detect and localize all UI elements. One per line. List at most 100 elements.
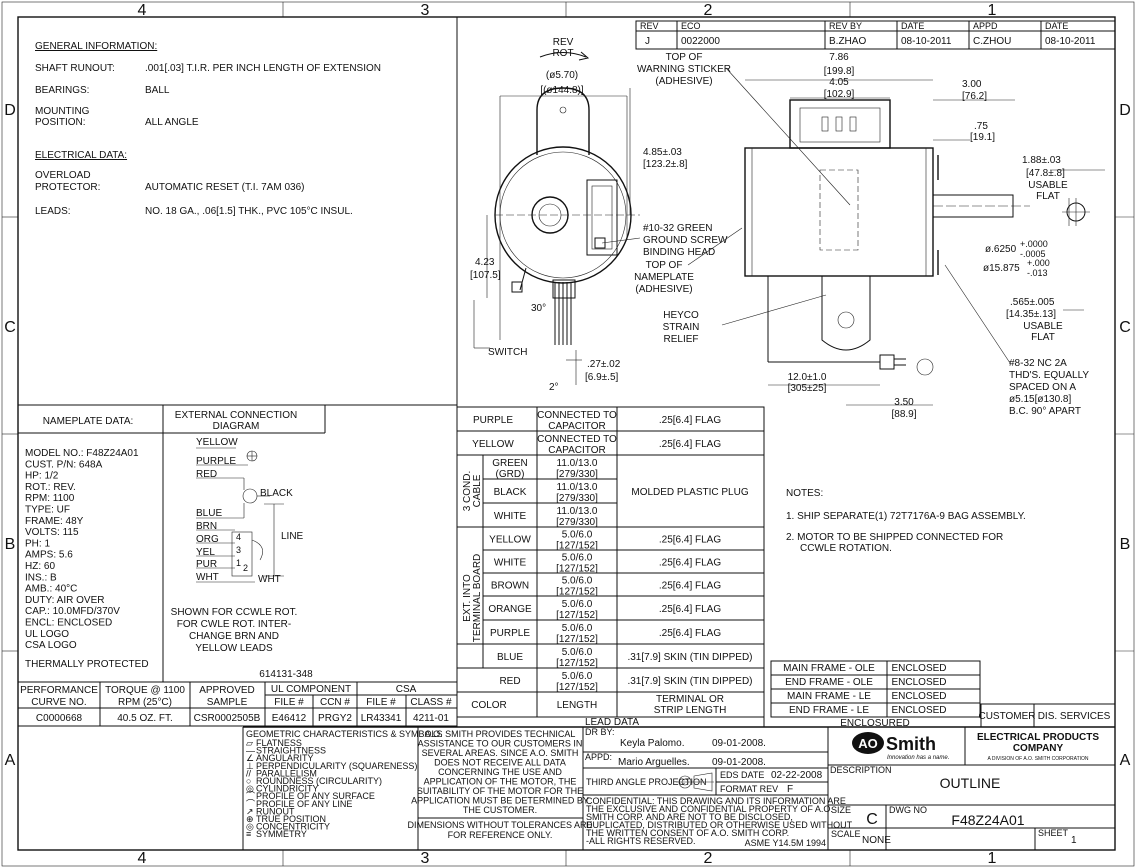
warning-sticker-1: TOP OF bbox=[666, 52, 703, 63]
dim-350: 3.50 bbox=[894, 397, 914, 408]
symbol-item: RUNOUT bbox=[256, 806, 295, 816]
sheet-label: SHEET bbox=[1038, 828, 1069, 838]
terminal-2: 2 bbox=[243, 563, 248, 573]
overload-label: OVERLOAD bbox=[35, 170, 91, 181]
bearings-label: BEARINGS: bbox=[35, 85, 89, 96]
zone-row-d-right: D bbox=[1119, 102, 1131, 119]
usable-flat-2b: FLAT bbox=[1031, 332, 1055, 343]
dim-69: [6.9±.5] bbox=[585, 372, 619, 383]
electrical-heading: ELECTRICAL DATA: bbox=[35, 150, 127, 161]
rev-header-appd: APPD bbox=[973, 21, 998, 31]
dim-565: .565±.005 bbox=[1010, 297, 1055, 308]
lead-length: 5.0/6.0 bbox=[562, 647, 593, 658]
ao-smith-logo: AO Smith Innovation has a name. bbox=[852, 732, 949, 761]
zone-col-4-bottom: 4 bbox=[138, 850, 147, 867]
motor-side-view bbox=[721, 67, 1105, 406]
encl-r2-value: ENCLOSED bbox=[891, 677, 946, 688]
lead-color: PURPLE bbox=[473, 415, 513, 426]
lead-length: [279/330] bbox=[556, 493, 598, 504]
nameplate-line: PH: 1 bbox=[25, 538, 50, 549]
symbol-item: ROUNDNESS (CIRCULARITY) bbox=[256, 776, 382, 786]
dim-305: [305±25] bbox=[788, 383, 827, 394]
dim-786: 7.86 bbox=[829, 52, 849, 63]
confidential-line: THE WRITTEN CONSENT OF A.O. SMITH CORP. bbox=[586, 828, 789, 838]
lead-length: [127/152] bbox=[556, 634, 598, 645]
zone-row-c-left: C bbox=[4, 319, 16, 336]
thds-3: SPACED ON A bbox=[1009, 382, 1076, 393]
shaft-tol-minus: -.0005 bbox=[1020, 249, 1046, 259]
dim-191: [19.1] bbox=[970, 132, 995, 143]
dim-485: 4.85±.03 bbox=[643, 147, 682, 158]
lead-length: [127/152] bbox=[556, 587, 598, 598]
dim-1232: [123.2±.8] bbox=[643, 159, 688, 170]
rev-header-date2: DATE bbox=[1045, 21, 1068, 31]
nameplate-line: CAP.: 10.0MFD/370V bbox=[25, 606, 120, 617]
lead-data-caption: LEAD DATA bbox=[585, 717, 639, 728]
lead-terminal: .31[7.9] SKIN (TIN DIPPED) bbox=[627, 652, 752, 663]
dim-405: 4.05 bbox=[829, 77, 849, 88]
lead-color: PURPLE bbox=[490, 628, 530, 639]
customer-value: DIS. SERVICES bbox=[1038, 711, 1111, 722]
symbol-glyph: — bbox=[246, 746, 255, 756]
connection-heading-1: EXTERNAL CONNECTION bbox=[175, 410, 297, 421]
warning-sticker-2: WARNING STICKER bbox=[637, 64, 731, 75]
dim-1435: [14.35±.13] bbox=[1006, 309, 1056, 320]
wire-pur-label: PUR bbox=[196, 559, 217, 570]
symbol-item: ANGULARITY bbox=[256, 753, 314, 763]
lead-length: 11.0/13.0 bbox=[557, 458, 598, 469]
disclaimer-line: APPLICATION OF THE MOTOR, THE bbox=[424, 777, 577, 787]
dim-1998: [199.8] bbox=[824, 66, 855, 77]
lead-terminal: .25[6.4] FLAG bbox=[659, 628, 721, 639]
encl-r1-part: MAIN FRAME - OLE bbox=[783, 663, 875, 674]
perf-h-ul-file: FILE # bbox=[274, 697, 304, 708]
symbol-item: TRUE POSITION bbox=[256, 814, 326, 824]
connection-drawing-no: 614131-348 bbox=[259, 669, 313, 680]
nameplate-line: HZ: 60 bbox=[25, 561, 55, 572]
scale-label: SCALE bbox=[831, 829, 861, 839]
nameplate-line: ROT.: REV. bbox=[25, 482, 76, 493]
disclaimer-line: THE CUSTOMER. bbox=[463, 805, 537, 815]
confidential-line: CONFIDENTIAL: THIS DRAWING AND ITS INFOR… bbox=[586, 796, 846, 806]
lead-length: CONNECTED TO bbox=[537, 434, 617, 445]
lead-length: [279/330] bbox=[556, 517, 598, 528]
lead-terminal: .25[6.4] FLAG bbox=[659, 415, 721, 426]
dr-by-date: 09-01-2008. bbox=[712, 738, 766, 749]
enclosure-caption: ENCLOSURED bbox=[840, 718, 909, 729]
symbol-item: FLATNESS bbox=[256, 738, 302, 748]
nameplate-line: DUTY: AIR OVER bbox=[25, 595, 104, 606]
symbol-glyph: ◎ bbox=[246, 822, 254, 832]
green-screw-1: #10-32 GREEN bbox=[643, 223, 712, 234]
dim-423: 4.23 bbox=[475, 257, 495, 268]
dim-762: [76.2] bbox=[962, 91, 987, 102]
dwg-no-label: DWG NO bbox=[889, 805, 927, 815]
symbol-glyph: ⊕ bbox=[246, 814, 254, 824]
rev-rot-label-2: ROT bbox=[552, 48, 573, 59]
zone-col-1-top: 1 bbox=[988, 2, 997, 19]
disclaimer-line: DOES NOT RECEIVE ALL DATA bbox=[434, 758, 566, 768]
lead-terminal: .25[6.4] FLAG bbox=[659, 604, 721, 615]
nameplate-line: AMPS: 5.6 bbox=[25, 550, 73, 561]
rev-header-revby: REV BY bbox=[829, 21, 862, 31]
perf-v-ccn: PRGY2 bbox=[318, 713, 352, 724]
thds-1: #8-32 NC 2A bbox=[1009, 358, 1067, 369]
wire-blue-label: BLUE bbox=[196, 508, 222, 519]
group-cable-2: CABLE bbox=[472, 474, 483, 507]
nameplate-top-1: TOP OF bbox=[646, 260, 683, 271]
mounting-label: MOUNTING bbox=[35, 106, 90, 117]
symbol-glyph: ◎ bbox=[246, 784, 254, 794]
mounting-label-2: POSITION: bbox=[35, 117, 86, 128]
dim-889: [88.9] bbox=[891, 409, 916, 420]
usable-flat-2a: USABLE bbox=[1023, 321, 1063, 332]
group-board-2: TERMINAL BOARD bbox=[472, 554, 483, 643]
company-name-2: COMPANY bbox=[1013, 743, 1064, 754]
wire-black-label: BLACK bbox=[260, 488, 293, 499]
nameplate-line: VOLTS: 115 bbox=[25, 527, 79, 538]
leader-nameplate bbox=[687, 227, 743, 266]
nameplate-line: FRAME: 48Y bbox=[25, 516, 84, 527]
format-rev-value: F bbox=[787, 784, 793, 795]
